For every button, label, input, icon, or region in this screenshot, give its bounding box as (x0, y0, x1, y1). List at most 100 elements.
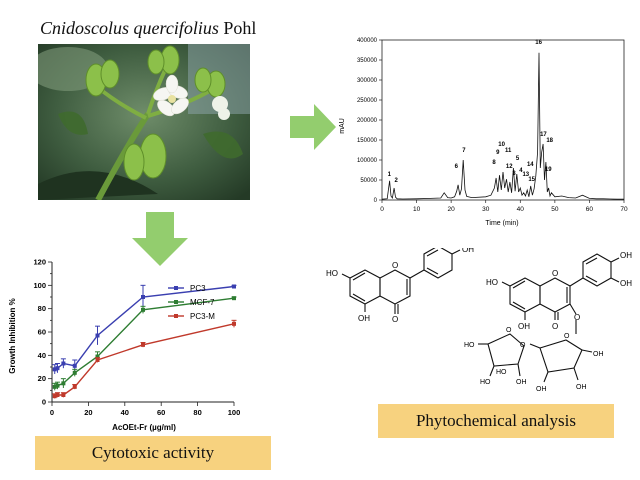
chrom-ytick-label: 300000 (357, 78, 378, 84)
chrom-ytick-label: 50000 (360, 178, 377, 184)
plant-photo (38, 44, 250, 200)
chrom-ytick-label: 200000 (357, 118, 378, 124)
chrom-ytick-label: 150000 (357, 138, 378, 144)
glycoside-o-ring: O (552, 269, 558, 278)
glycoside-oh-top2: OH (620, 279, 632, 288)
gi-xtick-label: 60 (157, 408, 165, 417)
chrom-xtick-label: 20 (448, 206, 456, 213)
glycoside-o-carbonyl: O (552, 322, 558, 331)
gi-point (55, 393, 60, 397)
sugar-label: HO (480, 379, 491, 386)
peak-label: 15 (528, 177, 535, 183)
gi-ytick-label: 80 (38, 304, 46, 313)
peak-label: 16 (535, 40, 542, 46)
hplc-chromatogram: 0500001000001500002000002500003000003500… (339, 38, 628, 227)
gi-ytick-label: 20 (38, 374, 46, 383)
sugar-label: OH (536, 386, 547, 393)
peak-label: 13 (522, 172, 529, 178)
peak-label: 1 (388, 172, 392, 178)
gi-point (232, 321, 236, 326)
peak-label: 11 (505, 148, 512, 154)
gi-xtick-label: 0 (50, 408, 54, 417)
gi-xtick-label: 80 (193, 408, 201, 417)
gi-legend-marker (174, 314, 178, 318)
gi-point (52, 384, 57, 389)
sugar-label: O (506, 327, 512, 334)
sugar-label: OH (593, 351, 604, 358)
gi-point (232, 284, 236, 289)
sugar-label: OH (516, 379, 527, 386)
peak-label: 2 (395, 178, 399, 184)
gi-xtick-label: 100 (228, 408, 240, 417)
apigenin-oh-bottom: OH (358, 314, 370, 323)
gi-point (232, 296, 236, 301)
gi-ytick-label: 0 (42, 398, 46, 407)
apigenin-ho-left: HO (326, 269, 338, 278)
peak-label: 9 (496, 150, 500, 156)
gi-point (141, 307, 145, 312)
gi-point (61, 361, 66, 366)
gi-xtick-label: 40 (121, 408, 129, 417)
apigenin-o-ring: O (392, 261, 398, 270)
chrom-ytick-label: 250000 (357, 98, 378, 104)
gi-point (52, 394, 57, 399)
chrom-ytick-label: 400000 (357, 38, 378, 44)
cytotoxic-label: Cytotoxic activity (35, 436, 271, 470)
peak-label: 19 (545, 167, 552, 173)
chrom-xtick-label: 10 (413, 206, 421, 213)
gi-legend-label: PC3-M (190, 312, 215, 321)
gi-legend-label: PC3 (190, 284, 206, 293)
sugar-label: O (520, 342, 526, 349)
chrom-xtick-label: 60 (586, 206, 594, 213)
chrom-ylabel: mAU (339, 118, 346, 134)
gi-ytick-label: 100 (33, 281, 46, 290)
peak-label: 4 (519, 168, 523, 174)
chrom-ytick-label: 0 (374, 198, 378, 204)
peak-label: 8 (492, 160, 496, 166)
glycoside-oh-top1: OH (620, 251, 632, 260)
species-name: Cnidoscolus quercifolius (40, 18, 219, 38)
chrom-xtick-label: 70 (620, 206, 628, 213)
peak-label: 3 (512, 171, 516, 177)
chrom-ytick-label: 350000 (357, 58, 378, 64)
glycoside-ho-left: HO (486, 278, 498, 287)
molecular-structures: OH HO OH O O OH OH HO OH O O O HO O O HO… (326, 248, 632, 393)
gi-xlabel: AcOEt-Fr (µg/ml) (112, 423, 176, 432)
peak-label: 10 (498, 142, 505, 148)
gi-point (72, 370, 77, 375)
peak-label: 14 (527, 162, 534, 168)
arrow-down-icon (132, 212, 188, 266)
gi-point (61, 381, 66, 386)
chrom-xlabel: Time (min) (485, 220, 518, 227)
gi-point (95, 358, 100, 362)
gi-point (95, 354, 100, 359)
species-author: Pohl (223, 18, 257, 38)
arrow-right-icon (290, 104, 336, 150)
gi-point (141, 295, 145, 299)
sugar-labels: HO O O HO OH HO O OH OH OH (464, 327, 604, 393)
sugar-label: O (564, 333, 570, 340)
sugar-label: OH (576, 384, 587, 391)
gi-point (95, 333, 100, 338)
peak-label: 18 (546, 138, 553, 144)
gi-point (72, 384, 77, 389)
phytochemical-label: Phytochemical analysis (378, 404, 614, 438)
peak-label: 6 (455, 164, 459, 170)
gi-legend-marker (174, 300, 178, 304)
peak-label: 12 (506, 164, 513, 170)
apigenin-oh-top: OH (462, 248, 474, 254)
gi-ytick-label: 60 (38, 328, 46, 337)
species-title: Cnidoscolus quercifolius Pohl (40, 18, 256, 39)
gi-ytick-label: 120 (33, 258, 46, 267)
sugar-label: HO (496, 369, 507, 376)
peak-label: 7 (462, 148, 466, 154)
sugar-label: HO (464, 342, 475, 349)
apigenin-structure (341, 248, 461, 314)
glycoside-oh-bottom: OH (518, 322, 530, 331)
gi-point (52, 367, 57, 372)
gi-ytick-label: 40 (38, 351, 46, 360)
chrom-trace-line (381, 52, 624, 200)
gi-point (141, 342, 145, 347)
chrom-xtick-label: 0 (380, 206, 384, 213)
